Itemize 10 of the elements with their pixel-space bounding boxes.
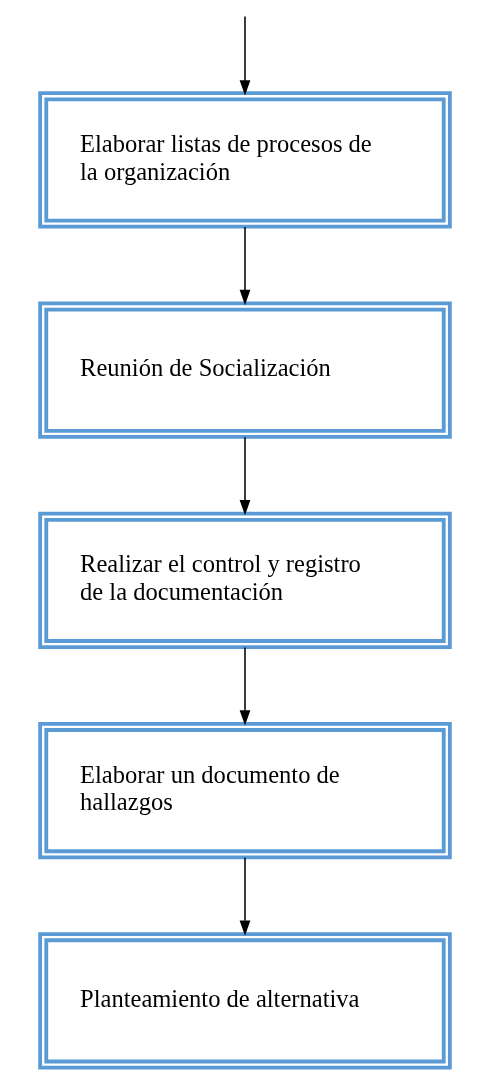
arrow bbox=[239, 646, 251, 726]
node-box: Planteamiento de alternativa bbox=[38, 932, 452, 1070]
node-box: Elaborar un documento de hallazgos bbox=[38, 722, 452, 860]
arrow bbox=[239, 15, 251, 96]
node-box: Reunión de Socialización bbox=[38, 301, 452, 439]
node-box: Realizar el control y registro de la documentación bbox=[38, 511, 452, 650]
node-box: Elaborar listas de procesos de la organización bbox=[38, 91, 452, 229]
arrow bbox=[239, 436, 251, 516]
arrow bbox=[239, 226, 251, 306]
arrow bbox=[239, 856, 251, 936]
